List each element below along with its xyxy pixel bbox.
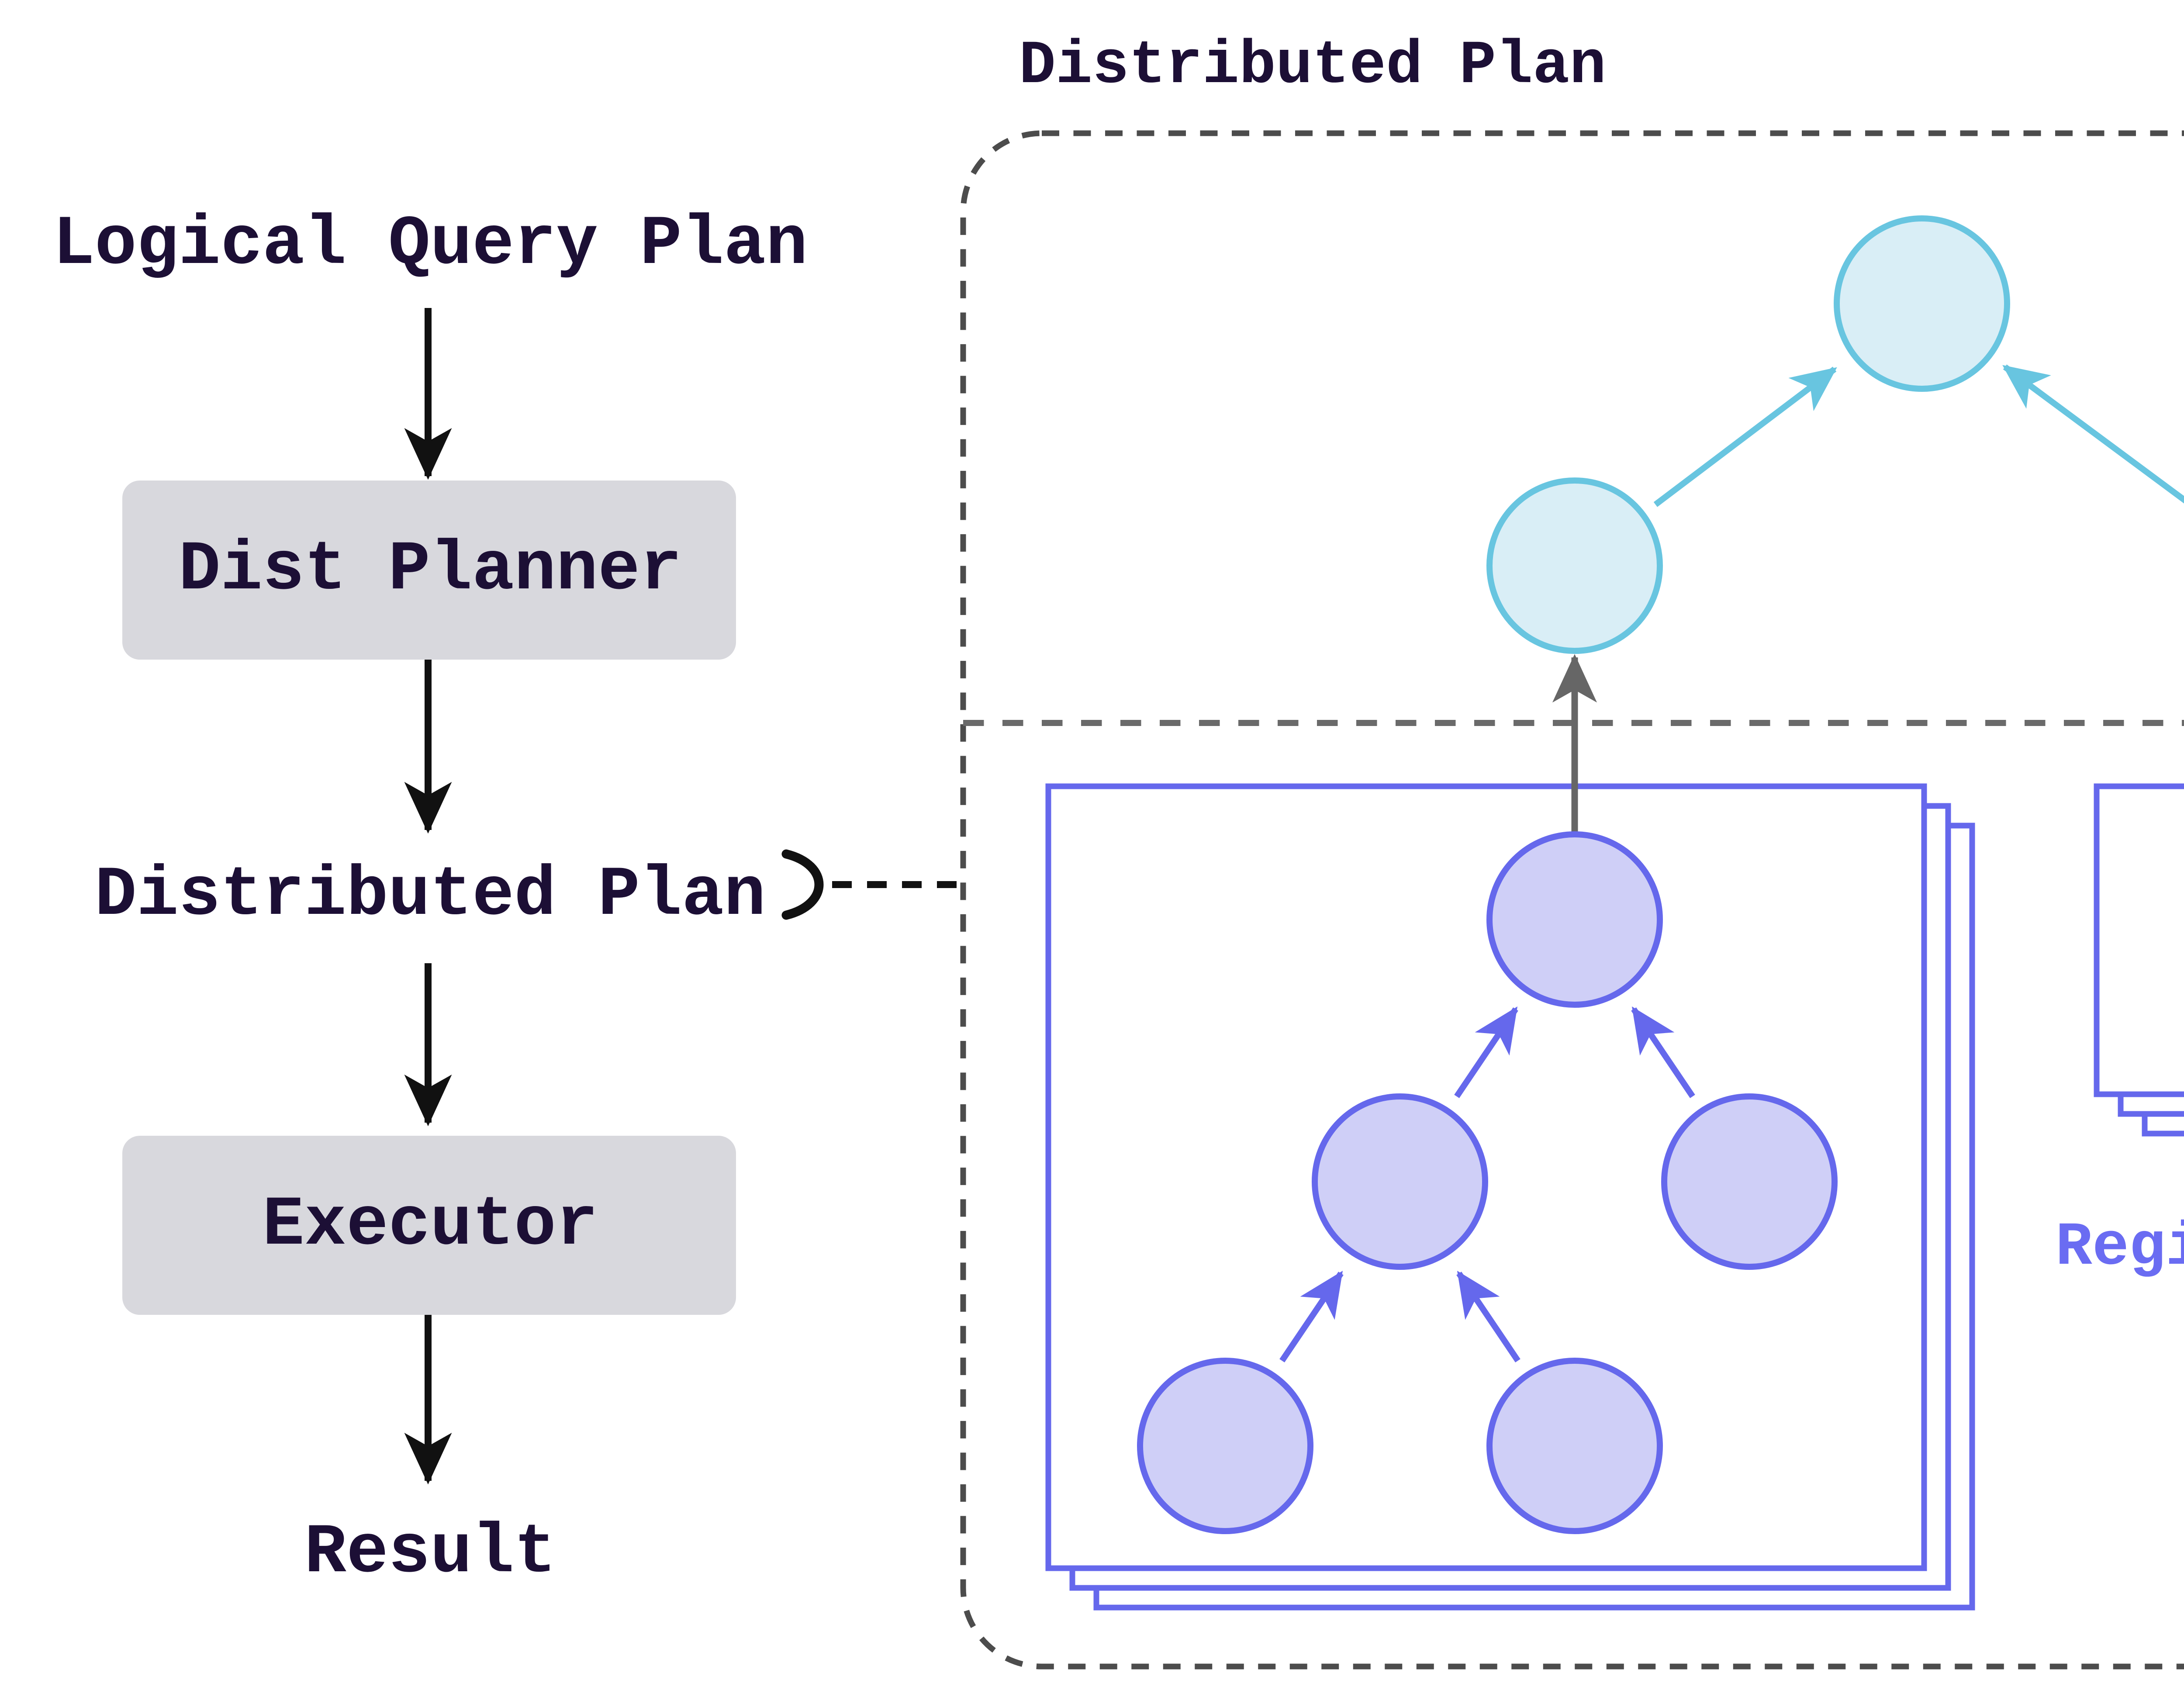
- executor-box: [122, 1136, 736, 1315]
- purple-edge-leaf-right-to-mid: [1456, 1270, 1521, 1362]
- datanode-left-mid-right-node: [1661, 1093, 1838, 1270]
- cyan-edge-left-to-merge: [1653, 366, 1837, 507]
- distributed-plan-label: Distributed Plan: [94, 855, 766, 936]
- distributed-plan-container: [960, 130, 2184, 1670]
- result-label: Result: [304, 1512, 556, 1594]
- dist-planner-box: [122, 481, 736, 660]
- frontend-left-node: [1486, 477, 1663, 654]
- purple-edge-mid-right-to-root: [1631, 1006, 1695, 1098]
- frontend-merge-node: [1834, 215, 2010, 392]
- purple-edge-mid-left-to-root: [1454, 1006, 1518, 1098]
- datanode-left-leaf-right-node: [1486, 1358, 1663, 1534]
- regions-label: Regions: [2055, 1216, 2184, 1284]
- distributed-plan-title: Distributed Plan: [1019, 34, 1607, 102]
- dist-planner-label: Dist Planner: [178, 529, 682, 611]
- executor-label: Executor: [262, 1185, 598, 1266]
- datanode-left-root-node: [1486, 831, 1663, 1008]
- closing-paren-bracket: [781, 849, 824, 920]
- cyan-edge-right-to-merge: [2002, 364, 2184, 504]
- datanode-left-leaf-left-node: [1137, 1358, 1313, 1534]
- logical-query-plan-label: Logical Query Plan: [52, 204, 808, 285]
- purple-edge-leaf-left-to-mid: [1279, 1270, 1344, 1362]
- region-stack-right-layer-front: [2094, 783, 2184, 1097]
- datanode-left-mid-left-node: [1312, 1093, 1488, 1270]
